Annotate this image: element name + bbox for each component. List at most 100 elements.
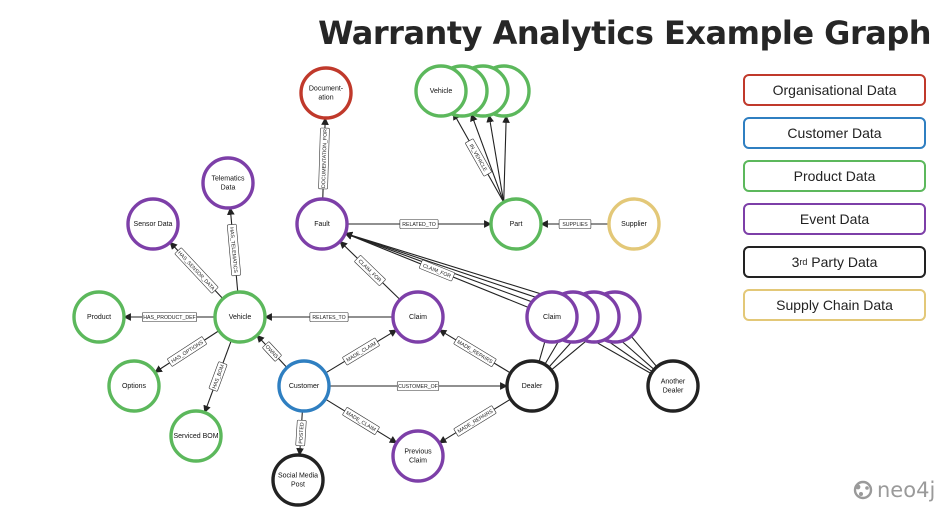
edge-label: DOCUMENTATION_FOR [318, 127, 330, 190]
node-label: ation [318, 95, 333, 102]
edge-label-text: RELATES_TO [312, 315, 345, 321]
node-product: Product [72, 290, 126, 344]
node-label: Claim [409, 458, 427, 465]
edge-label: CUSTOMER_OF [396, 381, 440, 391]
node-dealer: Dealer [505, 359, 559, 413]
edge-label: RELATES_TO [309, 312, 349, 322]
edge-customer-to-claim: MADE_CLAIM [325, 329, 398, 374]
node-label: Document- [309, 86, 344, 93]
edge-vehicle-to-options: HAS_OPTIONS [154, 330, 220, 373]
node-label: Supplier [621, 221, 647, 228]
edge-vehicle-to-serviced-bom: HAS_BOM [203, 340, 232, 414]
edge-label-text: SUPPLIES [562, 222, 588, 228]
edge-label: HAS_BOM [208, 361, 228, 392]
edge-label: HAS_TELEMATICS [227, 223, 241, 277]
node-label: Another [661, 379, 686, 386]
neo4j-logo-icon [853, 480, 873, 500]
neo4j-logo-text: neo4j [877, 478, 936, 502]
edge-supplier-to-part: SUPPLIES [540, 219, 609, 229]
neo4j-logo: neo4j [852, 478, 935, 502]
node-label: Claim [409, 314, 427, 321]
edge-label: POSTED [295, 419, 307, 447]
edge-label-text: CUSTOMER_OF [398, 384, 438, 390]
edge-customer-to-dealer: CUSTOMER_OF [329, 381, 508, 391]
node-label: Fault [314, 221, 330, 228]
node-label: Social Media [278, 473, 318, 480]
node-label: Previous [404, 449, 432, 456]
node-part: Part [489, 197, 543, 251]
edge-label-text: RELATED_TO [402, 222, 436, 228]
edge-vehicle-to-sensor: HAS_SENSOR_DATA [169, 241, 224, 300]
edge-label-text: POSTED [298, 422, 305, 444]
node-customer: Customer [277, 359, 331, 413]
edge-label-text: HAS_TELEMATICS [228, 227, 238, 274]
edge-vehicle-to-product: HAS_PRODUCT_DEF [123, 312, 215, 322]
node-label: Part [510, 221, 523, 228]
edge-label: MADE_CLAIM [342, 337, 380, 366]
node-documentation: Document-ation [299, 66, 353, 120]
legend-item-product: Product Data [743, 160, 926, 192]
edge-label-text: HAS_PRODUCT_DEF [143, 315, 195, 321]
node-supplier: Supplier [607, 197, 661, 251]
edge-label-text: MADE_REPAIRS [456, 339, 494, 365]
node-label: Options [122, 383, 147, 390]
node-options: Options [107, 359, 161, 413]
node-sensor: Sensor Data [126, 197, 180, 251]
node-vehicle: Vehicle [213, 290, 267, 344]
edge-claim-to-vehicle: RELATES_TO [264, 312, 393, 322]
node-serviced-bom: Serviced BOM [169, 409, 223, 463]
node-claim: Claim [391, 290, 445, 344]
edge-label: SUPPLIES [558, 219, 592, 229]
node-label: Product [87, 314, 111, 321]
graph-diagram: DOCUMENTATION_FOR RELATED_TO SUPPLIES IN_VE… [72, 64, 700, 507]
node-label: Vehicle [229, 314, 252, 321]
edge-label: CLAIM_FOR [354, 255, 386, 286]
node-vehicle-product: Vehicle [414, 64, 531, 118]
edge-label-text: HAS_SENSOR_DATA [176, 250, 216, 292]
edge-label: RELATED_TO [399, 219, 439, 229]
edge-label-text: DOCUMENTATION_FOR [321, 129, 329, 188]
edge-vehicle-to-telematics: HAS_TELEMATICS [227, 207, 241, 293]
edge-label-text: CLAIM_FOR [357, 259, 383, 284]
edge-part-to-vehicle-product: IN_VEHICLE [452, 112, 510, 203]
edge-fault-to-part: RELATED_TO [347, 219, 492, 229]
edge-label-text: MADE_CLAIM [345, 341, 377, 364]
edge-customer-to-social: POSTED [295, 410, 307, 456]
edge-fault-to-documentation: DOCUMENTATION_FOR [318, 117, 330, 200]
edge-customer-to-previous-claim: MADE_CLAIM [325, 398, 398, 444]
page-title: Warranty Analytics Example Graph [318, 14, 931, 52]
legend: Organisational Data Customer Data Produc… [743, 74, 926, 332]
node-label: Data [221, 185, 236, 192]
legend-item-event: Event Data [743, 203, 926, 235]
legend-item-organisational: Organisational Data [743, 74, 926, 106]
legend-item-supply-chain: Supply Chain Data [743, 289, 926, 321]
node-label: Claim [543, 314, 561, 321]
edge-label-text: HAS_OPTIONS [170, 339, 205, 364]
edge-label: MADE_CLAIM [342, 407, 380, 435]
node-claim-stack: Claim [525, 290, 642, 344]
edge-label-text: MADE_CLAIM [345, 410, 377, 433]
edge-customer-to-vehicle: OWNS [256, 334, 288, 369]
node-label: Serviced BOM [173, 433, 218, 440]
edge-label: HAS_SENSOR_DATA [174, 247, 219, 294]
node-label: Telematics [211, 176, 245, 183]
edge-label: HAS_PRODUCT_DEF [142, 312, 197, 322]
edge-label: MADE_REPAIRS [453, 405, 497, 437]
node-label: Vehicle [430, 88, 453, 95]
edge-label-text: MADE_REPAIRS [457, 408, 495, 434]
legend-item-customer: Customer Data [743, 117, 926, 149]
node-label: Dealer [663, 388, 684, 395]
edge-dealer-to-previous-claim: MADE_REPAIRS [438, 398, 511, 444]
node-label: Post [291, 482, 305, 489]
node-label: Dealer [522, 383, 543, 390]
node-label: Customer [289, 383, 320, 390]
edge-label: MADE_REPAIRS [453, 336, 497, 367]
node-label: Sensor Data [134, 221, 173, 228]
node-fault: Fault [295, 197, 349, 251]
edge-label: HAS_OPTIONS [167, 336, 207, 367]
